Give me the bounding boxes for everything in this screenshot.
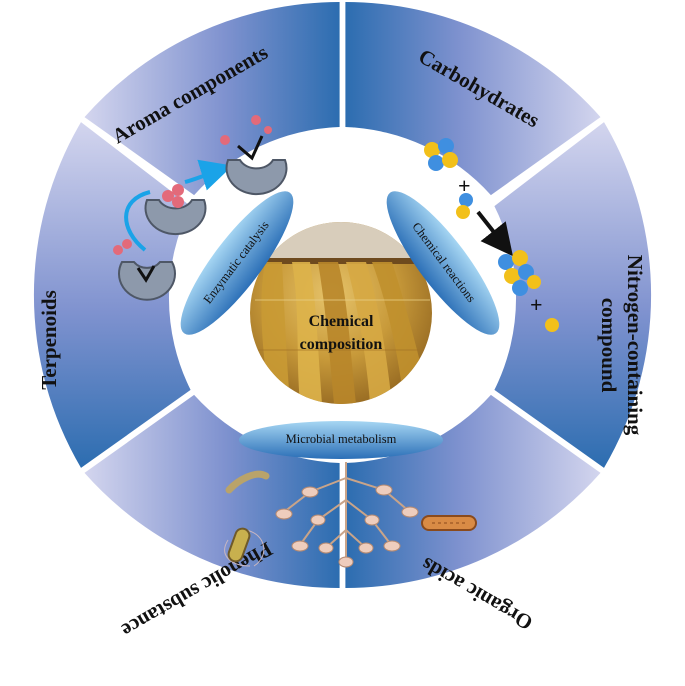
- center-title-line1: Chemical: [309, 313, 374, 330]
- label-terpenoids: Terpenoids: [37, 290, 61, 390]
- label-organic-acids: Organic acids: [417, 552, 537, 635]
- bacterium-icon-2: [224, 527, 265, 567]
- segment-nitrogen-containing-compound: [494, 122, 652, 468]
- microbial-illustration: [224, 462, 477, 568]
- center-tobacco-image: Chemical composition: [250, 222, 432, 404]
- enzyme-icon-3: [225, 159, 288, 196]
- enzyme-icon-2: [144, 199, 207, 236]
- reaction-arrow: [476, 210, 513, 257]
- enzyme-reaction-illustration: [113, 115, 288, 301]
- chemical-reaction-illustration: + +: [424, 138, 559, 332]
- label-microbial-metabolism: Microbial metabolism: [286, 432, 397, 446]
- bacterium-icon-3: [421, 515, 477, 531]
- label-nitrogen-line2: compound: [597, 298, 621, 393]
- plus-sign-1: +: [458, 173, 471, 198]
- center-title-line2: composition: [300, 336, 383, 353]
- segment-carbohydrates: [345, 2, 601, 196]
- segment-organic-acids: [345, 394, 601, 588]
- product-atom-icon: [545, 318, 559, 332]
- product-cluster-icon: [498, 250, 541, 296]
- segment-aroma-components: [84, 2, 340, 196]
- segment-phenolic-substance: [84, 394, 340, 588]
- reactant-cluster-icon: [424, 138, 458, 171]
- ellipse-microbial-metabolism: Microbial metabolism: [239, 421, 443, 459]
- plus-sign-2: +: [530, 292, 543, 317]
- cyan-arrow-top: [184, 159, 233, 191]
- label-nitrogen-line1: Nitrogen-containing: [623, 255, 647, 436]
- mycelium-spores: [275, 484, 419, 568]
- cyan-arrow-curve: [124, 190, 151, 252]
- bacterium-icon-1: [225, 470, 270, 494]
- reactant-pair-icon: [456, 193, 473, 219]
